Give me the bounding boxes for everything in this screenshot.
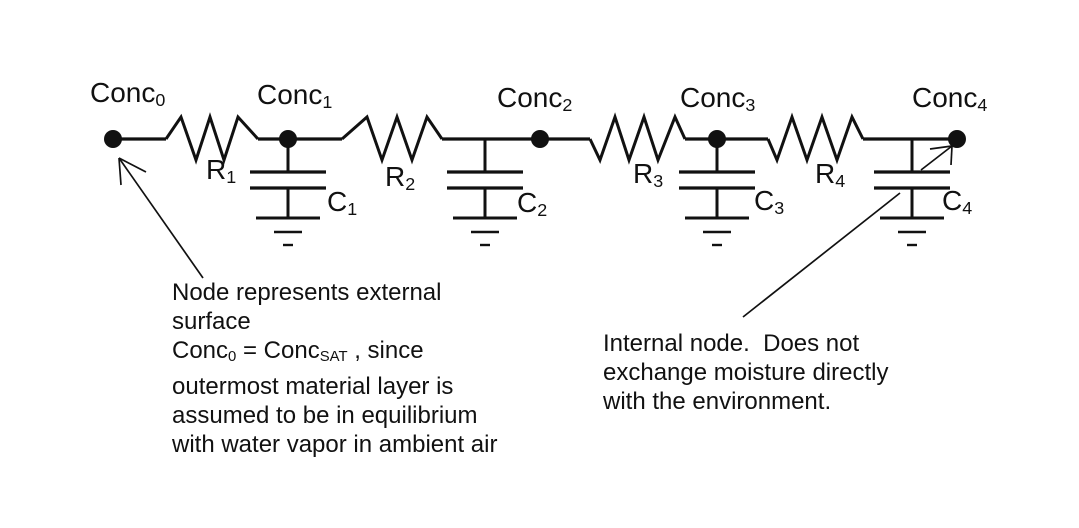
node-label-conc1: Conc1: [257, 81, 332, 112]
label-subscript: 2: [537, 199, 548, 220]
label-subscript: 4: [977, 94, 988, 115]
note-line: with the environment.: [603, 388, 832, 415]
resistor-label-r4: R4: [815, 160, 845, 191]
label-base: C: [754, 185, 775, 216]
label-subscript: 2: [562, 94, 573, 115]
label-subscript: 4: [835, 170, 846, 191]
node-label-conc3: Conc3: [680, 84, 755, 115]
internal-node-note: Internal node. Does not exchange moistur…: [603, 329, 888, 416]
note-line: surface: [172, 308, 251, 335]
label-base: R: [815, 158, 836, 189]
label-base: C: [517, 187, 538, 218]
external-node-arrow-shaft: [118, 157, 204, 279]
label-base: R: [206, 154, 227, 185]
label-base: C: [327, 186, 348, 217]
label-subscript: 3: [774, 197, 785, 218]
note-text: , since: [347, 337, 424, 364]
note-subscript: SAT: [319, 348, 348, 365]
internal-node-arrow-barb: [950, 145, 953, 166]
label-base: R: [633, 158, 654, 189]
label-subscript: 1: [226, 166, 237, 187]
label-base: C: [942, 185, 963, 216]
note-text: Conc: [172, 337, 229, 364]
label-base: Conc: [497, 82, 563, 113]
capacitor-label-c4: C4: [942, 187, 972, 218]
node-label-conc2: Conc2: [497, 84, 572, 115]
resistor-r4: [766, 112, 865, 165]
external-node-arrow-barb: [118, 157, 147, 173]
internal-node-arrow-shaft: [920, 145, 953, 171]
capacitor-label-c1: C1: [327, 188, 357, 219]
note-line: Node represents external: [172, 279, 442, 306]
capacitor-label-c2: C2: [517, 189, 547, 220]
label-subscript: 1: [322, 91, 333, 112]
capacitor-label-c3: C3: [754, 187, 784, 218]
label-base: Conc: [257, 79, 323, 110]
external-node-arrow-barb: [118, 157, 122, 186]
resistor-r3: [588, 112, 687, 165]
label-base: Conc: [912, 82, 978, 113]
node-dot-3: [708, 130, 726, 148]
node-dot-2: [531, 130, 549, 148]
internal-node-arrow-barb: [929, 145, 953, 150]
label-base: Conc: [680, 82, 746, 113]
node-label-conc0: Conc0: [90, 79, 165, 110]
note-line: assumed to be in equilibrium: [172, 401, 478, 429]
node-dot-4: [948, 130, 966, 148]
resistor-r1: [164, 112, 260, 165]
node-dot-0: [104, 130, 122, 148]
label-subscript: 3: [653, 170, 664, 191]
note-line: outermost material layer is: [172, 372, 454, 400]
resistor-label-r1: R1: [206, 156, 236, 187]
resistor-r2: [341, 112, 444, 165]
external-node-note: Node represents external surface Conc0 =…: [172, 278, 497, 459]
node-label-conc4: Conc4: [912, 84, 987, 115]
note-line: exchange moisture directly: [603, 359, 889, 386]
resistor-label-r3: R3: [633, 160, 663, 191]
resistor-label-r2: R2: [385, 163, 415, 194]
label-subscript: 1: [347, 198, 358, 219]
note-line: Conc0 = ConcSAT , since: [172, 336, 497, 372]
label-subscript: 2: [405, 173, 416, 194]
note-text: = Conc: [236, 337, 320, 364]
label-base: Conc: [90, 77, 156, 108]
label-subscript: 0: [155, 89, 166, 110]
label-base: R: [385, 161, 406, 192]
node-dot-1: [279, 130, 297, 148]
label-subscript: 3: [745, 94, 756, 115]
note-line: Internal node. Does not: [603, 330, 860, 357]
note-line: with water vapor in ambient air: [172, 430, 498, 458]
internal-node-arrow-shaft: [742, 192, 901, 318]
note-subscript: 0: [228, 348, 237, 365]
label-subscript: 4: [962, 197, 973, 218]
